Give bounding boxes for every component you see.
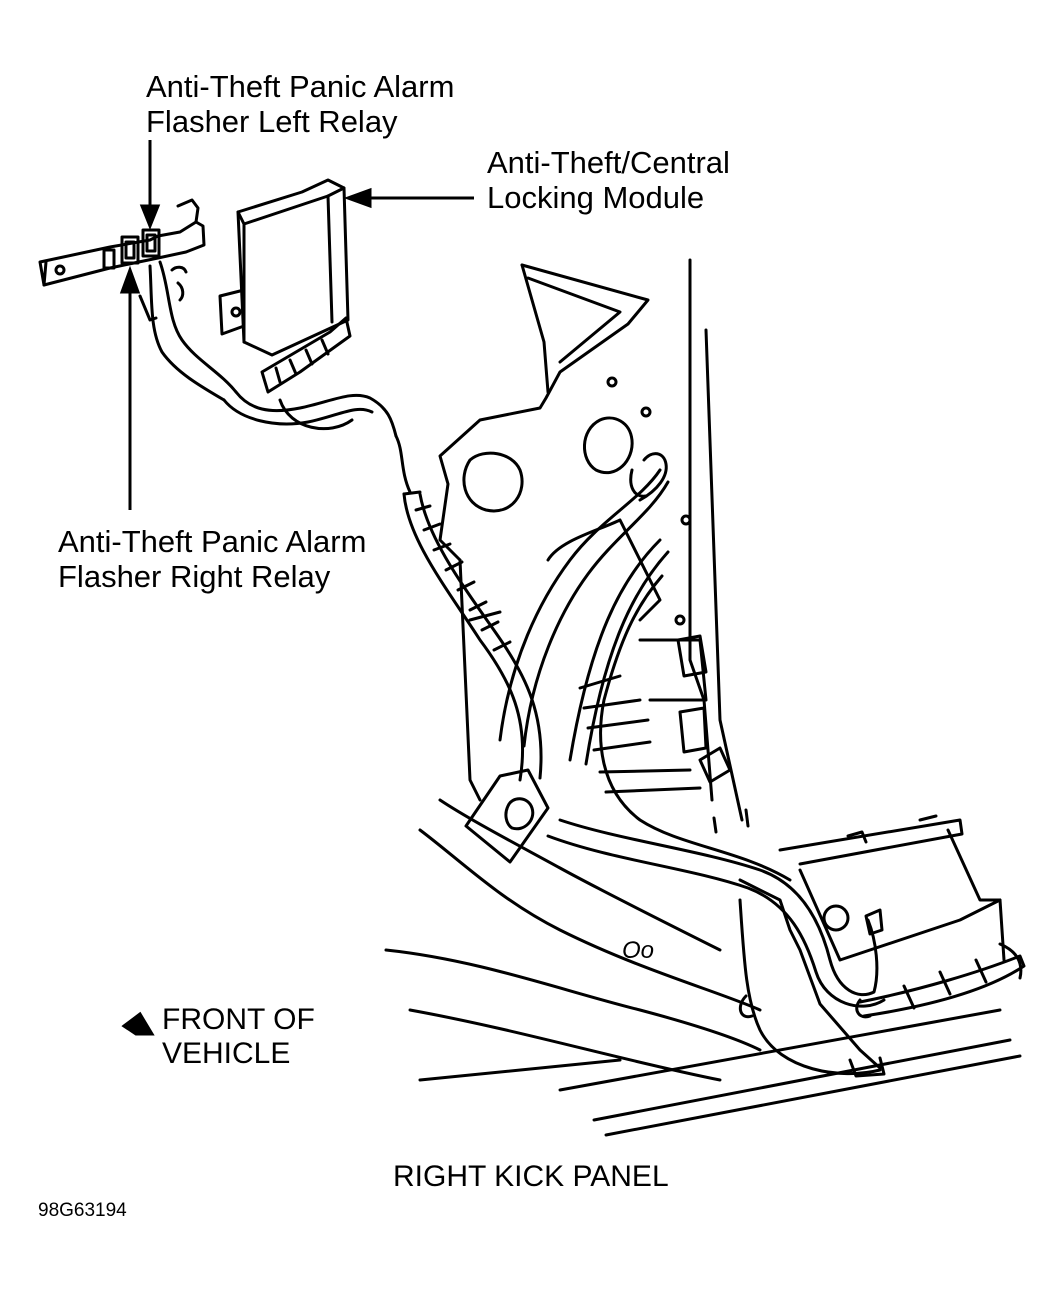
label-front-of-vehicle-line2: VEHICLE — [162, 1036, 291, 1070]
locking-module — [218, 178, 352, 394]
part-mark: Oo — [622, 937, 655, 964]
label-locking-module-line2: Locking Module — [487, 179, 705, 215]
caption-right-kick-panel: RIGHT KICK PANEL — [393, 1160, 669, 1193]
label-flasher-right-relay: Anti-Theft Panic Alarm Flasher Right Rel… — [58, 524, 367, 594]
relay-bracket — [38, 198, 238, 402]
label-flasher-left-relay-line1: Anti-Theft Panic Alarm — [146, 69, 455, 104]
front-of-vehicle-arrow-icon — [121, 1011, 155, 1036]
label-flasher-right-relay-line1: Anti-Theft Panic Alarm — [58, 524, 367, 559]
arrow-left-relay — [139, 204, 161, 231]
label-flasher-left-relay: Anti-Theft Panic Alarm Flasher Left Rela… — [146, 69, 455, 139]
label-flasher-right-relay-line2: Flasher Right Relay — [58, 558, 331, 594]
arrow-locking-module — [343, 187, 372, 209]
label-front-of-vehicle-line1: FRONT OF — [162, 1003, 315, 1036]
label-locking-module-line1: Anti-Theft/Central — [487, 145, 730, 180]
harness-clip — [464, 768, 550, 864]
kick-panel-body — [438, 258, 744, 822]
label-front-of-vehicle: FRONT OF VEHICLE — [162, 1003, 315, 1070]
figure-id: 98G63194 — [38, 1200, 127, 1221]
label-flasher-left-relay-line2: Flasher Left Relay — [146, 103, 398, 139]
label-locking-module: Anti-Theft/Central Locking Module — [487, 145, 730, 215]
callout-leaders — [119, 140, 474, 1036]
arrow-right-relay — [119, 265, 141, 294]
wiring-harness — [222, 390, 886, 1008]
floor-and-sill — [384, 798, 1026, 1137]
